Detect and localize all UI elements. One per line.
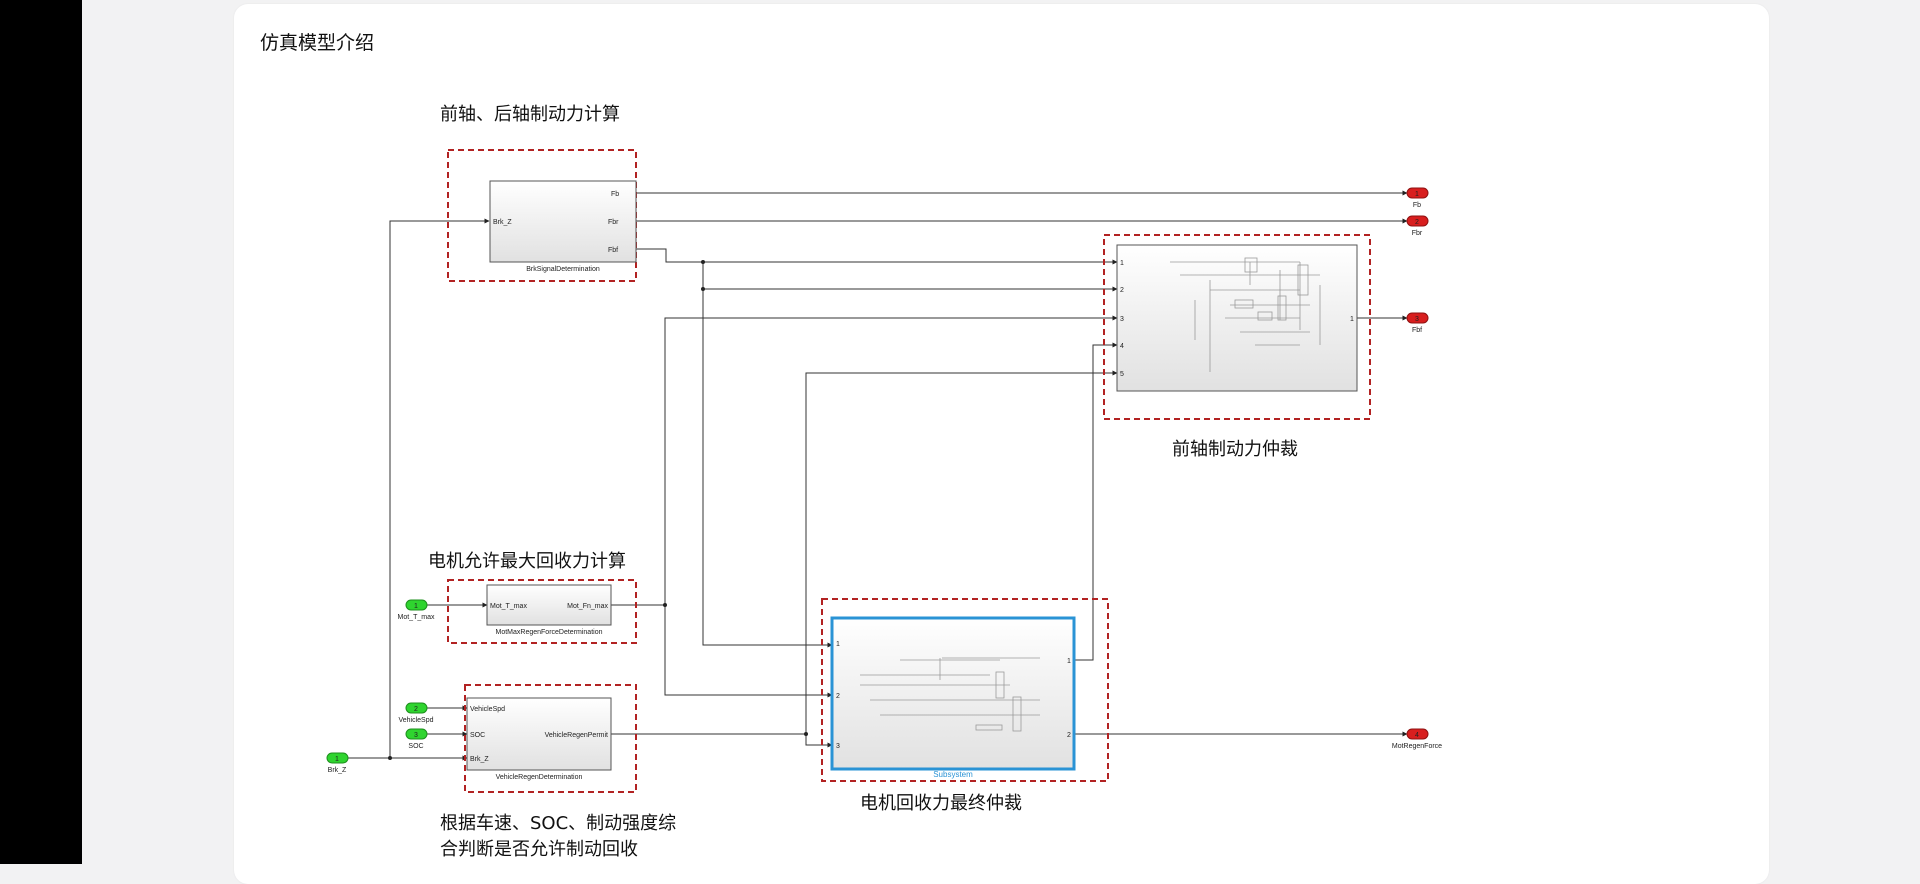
svg-text:Fbr: Fbr: [1412, 230, 1423, 237]
label-regen-line2: 合判断是否允许制动回收: [440, 839, 638, 860]
block-name: VehicleRegenDetermination: [496, 774, 583, 781]
label-regen-line1: 根据车速、SOC、制动强度综: [440, 813, 676, 834]
port-in3: 3: [1120, 316, 1124, 323]
block-brk-signal[interactable]: Brk_Z Fb Fbr Fbf BrkSignalDetermination: [489, 180, 637, 273]
svg-text:1: 1: [414, 603, 418, 610]
block-name: BrkSignalDetermination: [526, 266, 600, 273]
port-soc: SOC: [470, 732, 485, 739]
annotation-box-final-arb: [821, 598, 1109, 782]
port-in4: 4: [1120, 343, 1124, 350]
svg-text:1: 1: [1415, 191, 1419, 198]
annotation-box-front-arb: [1103, 234, 1371, 420]
left-black-bar: [0, 0, 82, 864]
port-in2: 2: [836, 693, 840, 700]
svg-text:2: 2: [1415, 219, 1419, 226]
simulink-diagram: Brk_Z Fb Fbr Fbf BrkSignalDetermination …: [326, 104, 1442, 860]
port-fbf: Fbf: [608, 247, 618, 254]
branch-points: [388, 260, 808, 760]
port-out2: 2: [1067, 732, 1071, 739]
port-in2: 2: [1120, 287, 1124, 294]
inport-vehicle-spd[interactable]: 2 VehicleSpd: [398, 702, 434, 724]
block-mot-max[interactable]: Mot_T_max Mot_Fn_max MotMaxRegenForceDet…: [486, 584, 612, 636]
svg-text:Fbf: Fbf: [1412, 327, 1422, 334]
label-brake-calc: 前轴、后轴制动力计算: [440, 104, 620, 125]
svg-text:1: 1: [335, 756, 339, 763]
port-brk-z: Brk_Z: [493, 219, 512, 226]
svg-text:2: 2: [414, 706, 418, 713]
port-out1: 1: [1067, 658, 1071, 665]
block-subsystem[interactable]: 1 2 3 1 2 Subsystem: [830, 616, 1076, 779]
svg-text:4: 4: [1415, 732, 1419, 739]
annotation-box-mot-max: [447, 579, 637, 644]
svg-text:MotRegenForce: MotRegenForce: [1392, 743, 1442, 750]
svg-text:Mot_T_max: Mot_T_max: [398, 614, 435, 621]
label-motor-max: 电机允许最大回收力计算: [428, 551, 626, 572]
port-mot-t-max: Mot_T_max: [490, 603, 527, 610]
port-mot-fn-max: Mot_Fn_max: [567, 603, 608, 610]
annotation-box-regen: [464, 684, 637, 793]
port-fbr: Fbr: [608, 219, 619, 226]
port-in3: 3: [836, 743, 840, 750]
block-name: MotMaxRegenForceDetermination: [496, 629, 603, 636]
port-fb: Fb: [611, 191, 619, 198]
port-regen-permit: VehicleRegenPermit: [545, 732, 608, 739]
svg-text:SOC: SOC: [408, 743, 423, 750]
block-vehicle-regen[interactable]: VehicleSpd SOC Brk_Z VehicleRegenPermit …: [466, 697, 612, 781]
inport-mot-t-max[interactable]: 1 Mot_T_max: [398, 599, 435, 621]
svg-text:3: 3: [414, 732, 418, 739]
outport-fb[interactable]: 1 Fb: [1406, 187, 1429, 209]
svg-text:Fb: Fb: [1413, 202, 1421, 209]
internal-preview: [860, 657, 1040, 732]
block-front-subsystem[interactable]: 1 2 3 4 5 1: [1116, 244, 1358, 392]
block-name: Subsystem: [933, 770, 973, 779]
port-out1: 1: [1350, 316, 1354, 323]
page-title: 仿真模型介绍: [260, 32, 375, 54]
port-in5: 5: [1120, 371, 1124, 378]
internal-preview: [1170, 257, 1321, 372]
port-brk-z: Brk_Z: [470, 756, 489, 763]
port-in1: 1: [836, 641, 840, 648]
svg-text:VehicleSpd: VehicleSpd: [398, 717, 433, 724]
label-final-arb: 电机回收力最终仲裁: [860, 793, 1022, 814]
port-in1: 1: [1120, 260, 1124, 267]
label-front-arb: 前轴制动力仲裁: [1172, 439, 1298, 460]
outport-mot-regen-force[interactable]: 4 MotRegenForce: [1392, 728, 1442, 750]
inport-brk-z[interactable]: 1 Brk_Z: [326, 752, 349, 774]
svg-text:3: 3: [1415, 316, 1419, 323]
inport-soc[interactable]: 3 SOC: [405, 728, 428, 750]
outport-fbr[interactable]: 2 Fbr: [1406, 215, 1429, 237]
outport-fbf[interactable]: 3 Fbf: [1406, 312, 1429, 334]
port-vehicle-spd: VehicleSpd: [470, 706, 505, 713]
svg-text:Brk_Z: Brk_Z: [328, 767, 347, 774]
